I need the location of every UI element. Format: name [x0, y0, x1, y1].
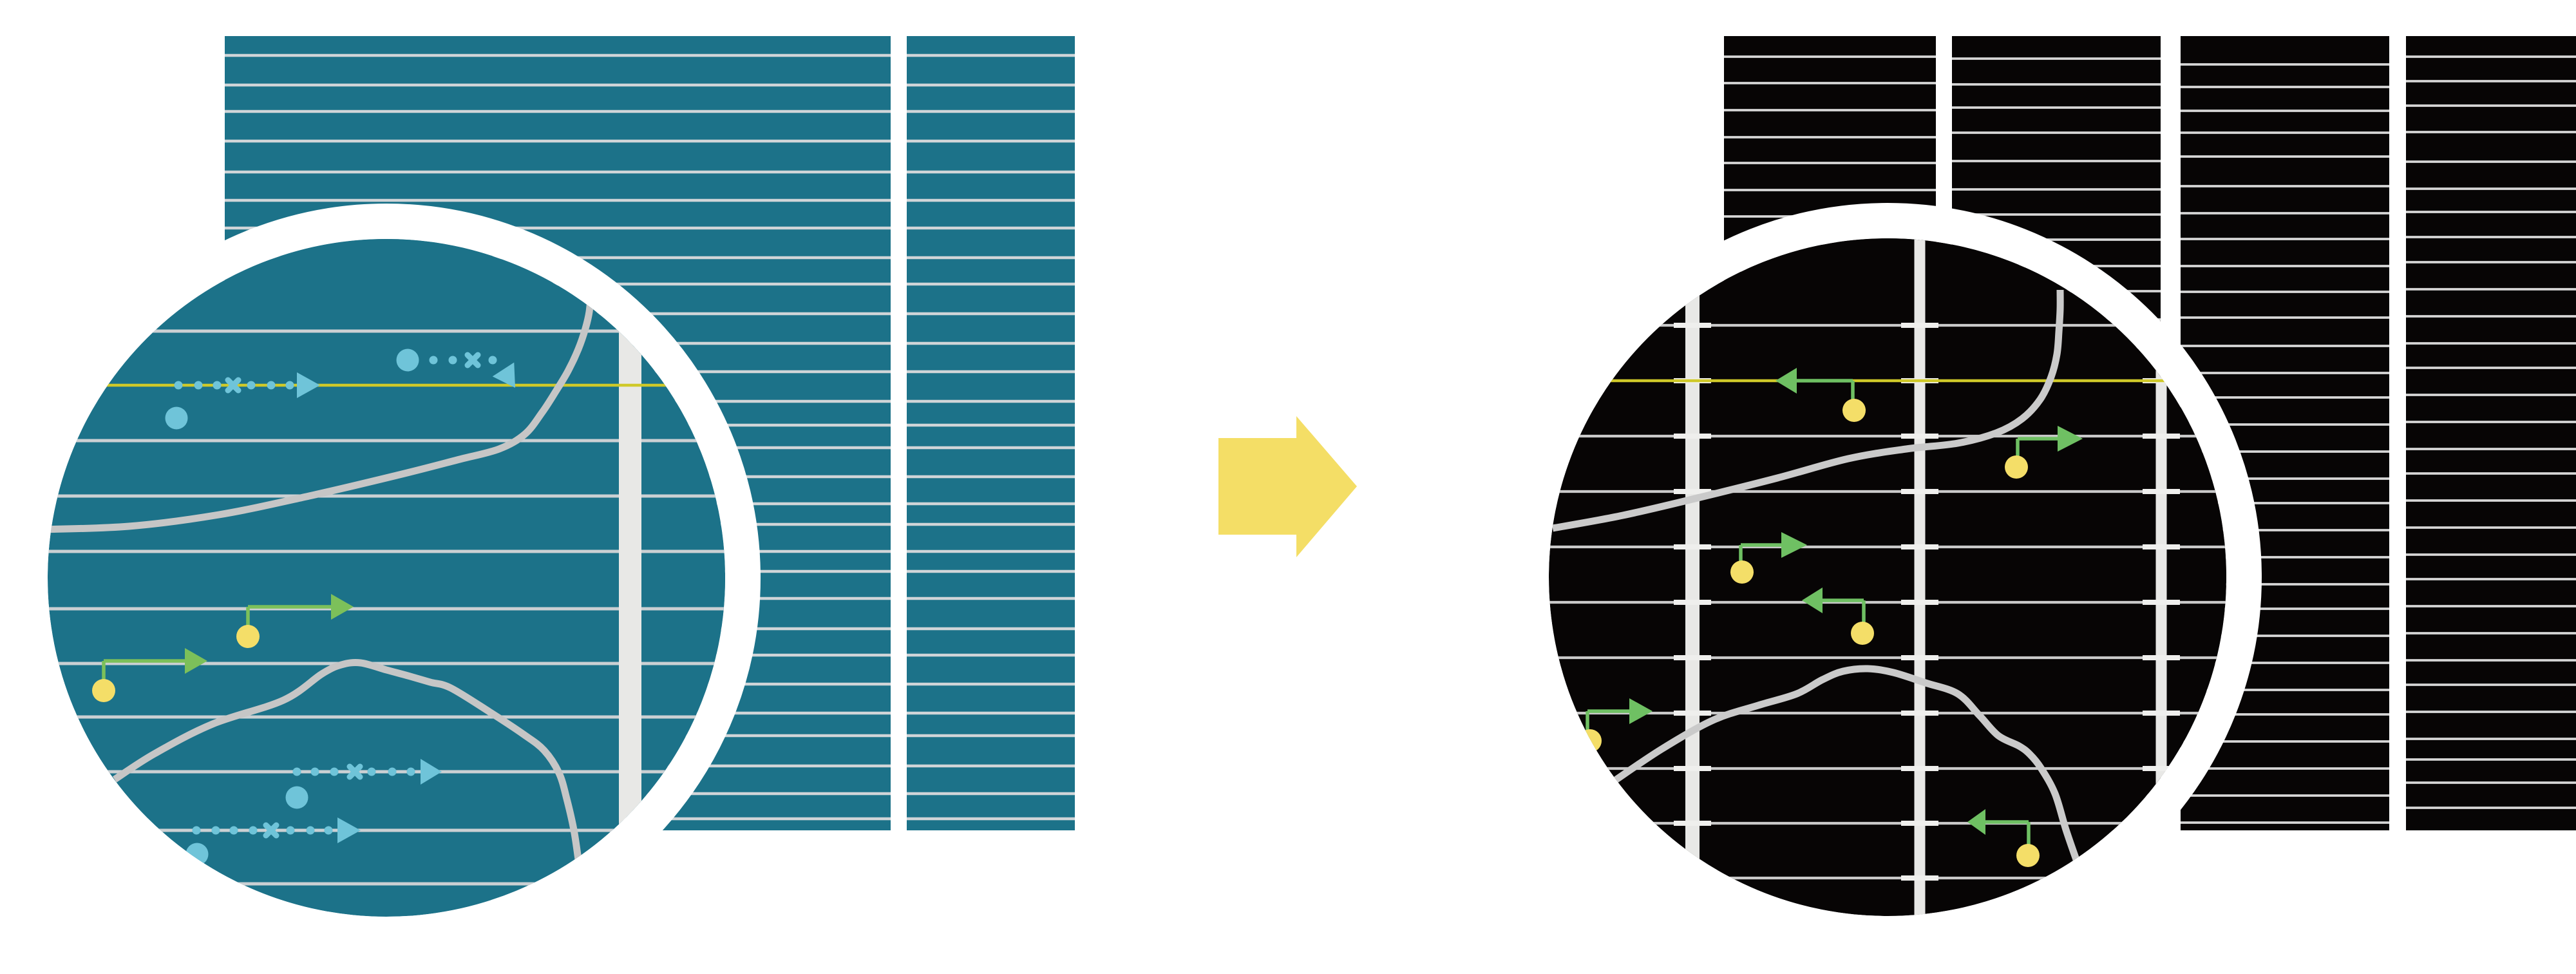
variant-arrowhead	[1629, 698, 1653, 724]
variant-arrowhead	[185, 648, 207, 674]
read-dot	[267, 381, 276, 390]
variant-arrow	[236, 594, 354, 648]
right-magnifier-group	[1513, 203, 2262, 951]
transform-arrow-group	[1218, 416, 1357, 557]
transform-arrow	[1218, 416, 1357, 557]
assembly-path-curve	[1612, 665, 2082, 866]
variant-arrow	[1730, 532, 1807, 584]
variant-dot	[92, 679, 115, 702]
read-dot	[330, 767, 339, 776]
graph-junction-line	[2155, 238, 2167, 916]
read-dot	[306, 826, 315, 835]
mismatch-x-marker	[346, 763, 363, 780]
read-arrowhead	[421, 759, 442, 785]
read-arrowhead	[337, 817, 361, 843]
variant-arrowhead	[1781, 532, 1807, 558]
magnifier-ring	[1513, 203, 2262, 951]
column-gap-band	[619, 239, 641, 917]
variant-arrowhead	[2058, 426, 2083, 452]
assembly-path-curve	[48, 289, 595, 533]
read-dot	[448, 356, 457, 365]
read-start-dot	[396, 349, 419, 372]
graph-junction-line	[1685, 238, 1700, 916]
variant-dot	[236, 625, 260, 648]
read-dot	[247, 381, 256, 390]
read-dot	[367, 767, 376, 776]
magnifier-ring	[12, 204, 761, 952]
g-left-mag-content	[48, 239, 725, 917]
left-magnifier-group	[12, 204, 761, 952]
read-dot	[388, 767, 397, 776]
read-alignment-mark	[396, 349, 515, 388]
assembly-path-curve	[112, 659, 582, 860]
variant-dot	[1842, 399, 1866, 422]
read-dot	[213, 381, 222, 390]
magnifier-backdrop	[48, 239, 725, 917]
read-dot	[286, 826, 295, 835]
variant-arrow	[92, 648, 207, 702]
read-dot	[292, 767, 301, 776]
variant-arrow	[1967, 809, 2040, 867]
mismatch-x-marker	[225, 377, 242, 394]
read-dot	[324, 826, 333, 835]
read-dot	[310, 767, 319, 776]
read-dot	[211, 826, 220, 835]
right-striped-panels	[1724, 36, 2576, 830]
read-dot	[192, 826, 201, 835]
variant-arrow	[1802, 587, 1874, 645]
read-arrowhead	[492, 362, 515, 388]
read-dot	[249, 826, 258, 835]
mismatch-x-marker	[263, 822, 279, 839]
read-dot	[229, 826, 238, 835]
read-alignment-mark	[185, 817, 361, 866]
right-panel-column-4	[2406, 36, 2576, 830]
variant-arrowhead	[331, 594, 354, 620]
read-dot	[429, 356, 438, 365]
left-panel-column-2	[907, 36, 1075, 830]
read-dot	[194, 381, 203, 390]
read-start-dot	[165, 406, 188, 430]
variant-arrowhead	[1967, 809, 1985, 835]
read-start-dot	[285, 786, 308, 809]
read-dot	[406, 767, 415, 776]
variant-arrowhead	[1802, 587, 1823, 613]
read-dot	[488, 356, 497, 365]
magnifier-backdrop	[1549, 238, 2226, 916]
variant-dot	[2016, 844, 2040, 867]
variant-dot	[2005, 455, 2028, 479]
assembly-path-curve	[1552, 289, 2064, 532]
variant-dot	[1730, 560, 1754, 584]
read-dot	[174, 381, 183, 390]
variant-arrow	[2005, 426, 2083, 479]
graph-junction-line	[1914, 238, 1926, 916]
read-alignment-mark	[165, 372, 320, 430]
read-alignment-mark	[285, 759, 442, 809]
variant-arrow	[1776, 368, 1866, 422]
variant-dot	[1851, 622, 1874, 645]
g-right-mag-content	[1549, 238, 2226, 916]
read-arrowhead	[297, 372, 320, 398]
mismatch-x-marker	[464, 352, 481, 368]
variant-arrowhead	[1776, 368, 1797, 394]
read-dot	[285, 381, 294, 390]
